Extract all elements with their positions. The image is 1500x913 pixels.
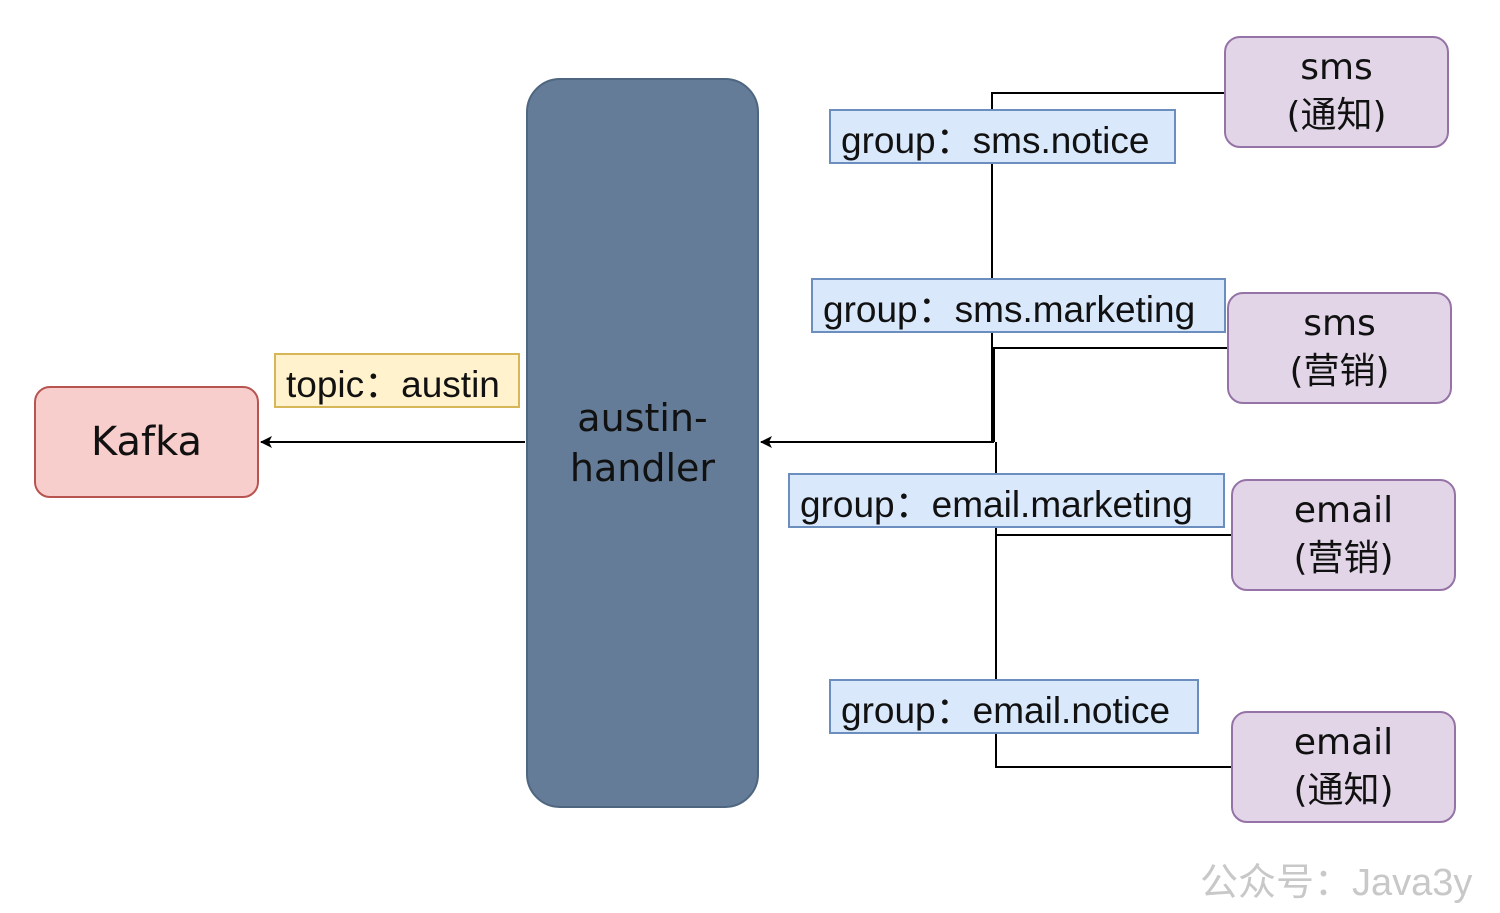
consumer-channel: sms [1300, 47, 1373, 88]
consumer-sms-marketing: sms (营销) [1227, 292, 1452, 404]
group-label-email-marketing: group：email.marketing [788, 473, 1225, 528]
consumer-type: (营销) [1293, 538, 1394, 579]
watermark: 公众号：Java3y [1200, 852, 1495, 904]
group-label-sms-notice: group：sms.notice [829, 109, 1176, 164]
topic-text: topic：austin [286, 363, 500, 405]
edge-sms-marketing [993, 347, 1227, 442]
handler-label-line-1: austin- [577, 396, 708, 440]
group-text: group：email.marketing [800, 483, 1193, 525]
consumer-sms-notice: sms (通知) [1224, 36, 1449, 148]
handler-label-line-2: handler [569, 446, 716, 490]
group-label-email-notice: group：email.notice [829, 679, 1199, 734]
consumer-type: (通知) [1286, 95, 1387, 136]
kafka-label: Kafka [90, 419, 203, 465]
edge-email-notice [995, 442, 1231, 768]
topic-label: topic：austin [274, 353, 520, 408]
group-text: group：sms.notice [841, 119, 1150, 161]
consumer-type: (通知) [1293, 770, 1394, 811]
group-text: group：email.notice [841, 689, 1171, 731]
consumer-channel: email [1293, 722, 1394, 763]
watermark-text: 公众号：Java3y [1200, 861, 1473, 904]
group-text: group：sms.marketing [823, 288, 1196, 330]
consumer-email-marketing: email (营销) [1231, 479, 1456, 591]
consumer-channel: email [1293, 490, 1394, 531]
consumer-channel: sms [1303, 303, 1376, 344]
consumer-email-notice: email (通知) [1231, 711, 1456, 823]
consumer-type: (营销) [1289, 351, 1390, 392]
austin-handler-node: austin- handler [526, 78, 759, 808]
group-label-sms-marketing: group：sms.marketing [811, 278, 1226, 333]
kafka-node: Kafka [34, 386, 259, 498]
